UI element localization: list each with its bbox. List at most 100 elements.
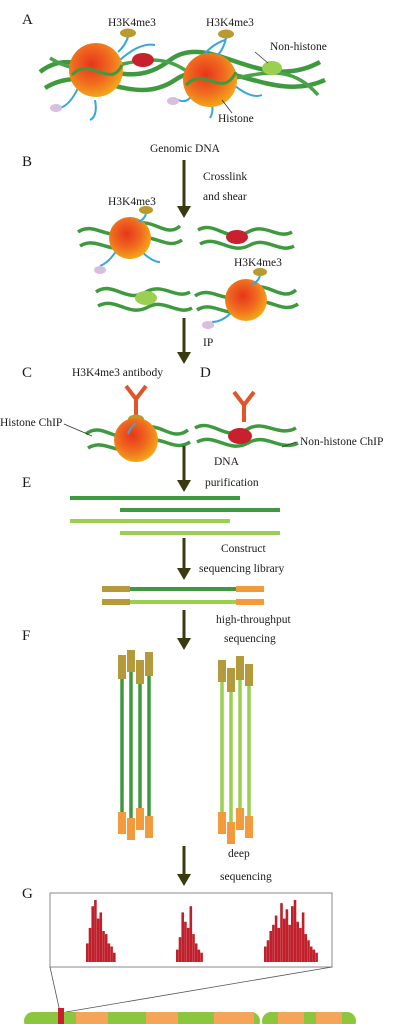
panel-label-b: B [22,154,32,170]
panel-label-c: C [22,365,32,381]
peak-bar [184,921,187,962]
h3k4me3-mark-b1 [139,206,153,214]
label-h3k4me3-a2: H3K4me3 [206,17,254,29]
label-sequencing-library: sequencing library [199,563,285,575]
panel-label-d: D [200,365,211,381]
panel-label-g: G [22,886,33,902]
non-histone-protein-red [132,53,154,67]
label-h3k4me3-b1: H3K4me3 [108,196,156,208]
label-dna: DNA [214,456,240,468]
arrow-construct [177,538,191,580]
peak-bar [307,940,310,962]
peak-bar [88,927,92,962]
label-histone-chip: Histone ChIP [0,417,62,429]
peak-bar [280,903,283,962]
peak-bars [86,900,318,962]
peak-bar [304,934,308,962]
peak-bar [194,943,198,962]
label-deep: deep [228,848,250,860]
peak-bar [264,946,267,962]
peak-bar [272,924,275,962]
label-ip: IP [203,337,213,349]
label-sequencing: sequencing [224,633,276,645]
non-histone-red-d [228,428,252,444]
arrow-ip [177,318,191,364]
antibody-d [232,390,256,422]
label-non-histone-chip: Non-histone ChIP [300,436,383,448]
peak-bar [192,934,195,962]
antibody-c [124,384,148,416]
peak-bar [91,906,94,962]
label-high-throughput: high-throughput [216,614,292,626]
peak-bar [293,900,297,962]
peak-bar [110,946,113,962]
peak-bar [282,918,286,962]
panel-label-f: F [22,628,30,644]
cluster-histone-chip [118,650,153,840]
h3k4me3-mark-a1 [120,28,136,38]
label-histone: Histone [218,113,254,125]
peak-bar [102,931,105,962]
non-histone-green-b [135,291,157,305]
peak-bar [176,949,179,962]
histone-octamer-b1 [109,217,151,259]
peak-bar [104,934,108,962]
peak-bar [296,921,299,962]
non-histone-protein-green [262,61,282,75]
arrow-purification [177,446,191,492]
label-non-histone: Non-histone [270,41,327,53]
peak-bar [299,927,302,962]
chromosome [24,1008,356,1024]
peak-bar [200,952,203,962]
peak-bar [197,949,201,962]
peak-bar [309,946,313,962]
peak-bar [301,912,305,962]
peak-bar [288,924,291,962]
lavender-mark-a1 [50,104,62,112]
lavender-mark-b2 [202,321,214,329]
peak-bar [181,912,184,962]
non-histone-red-b [226,230,248,244]
cluster-nonhistone-chip [218,656,253,844]
peak-bar [291,906,294,962]
peak-bar [99,912,103,962]
peak-bar [178,937,182,962]
arrow-crosslink [177,160,191,218]
label-purification: purification [205,477,259,489]
peak-bar [86,943,89,962]
lavender-mark-a2 [167,97,179,105]
peak-bar [277,927,281,962]
purified-dna-fragments [70,496,280,535]
panel-label-e: E [22,475,31,491]
peak-bar [113,952,116,962]
arrow-high-throughput [177,610,191,650]
peak-bar [186,927,190,962]
histone-octamer-c [114,418,158,462]
peak-bar [96,918,100,962]
panel-label-a: A [22,12,33,28]
label-h3k4me3-antibody: H3K4me3 antibody [72,367,163,379]
label-h3k4me3-a1: H3K4me3 [108,17,156,29]
h3k4me3-mark-a2 [218,29,234,39]
lavender-mark-b1 [94,266,106,274]
label-deep-sequencing: sequencing [220,871,272,883]
peak-bar [285,909,289,962]
label-construct: Construct [221,543,267,555]
fragment-nonhistone-red [197,225,295,250]
peak-bar [189,906,193,962]
peak-bar [269,931,272,962]
peak-bar [312,949,316,962]
arrow-deep-sequencing [177,846,191,886]
peak-bar [315,952,318,962]
histone-octamer-b2 [225,279,267,321]
peak-bar [274,915,278,962]
h3k4me3-mark-b2 [253,268,267,276]
label-and-shear: and shear [203,191,247,203]
label-crosslink: Crosslink [203,171,247,183]
peak-bar [94,900,97,962]
label-genomic-dna: Genomic DNA [150,143,221,155]
library-fragments [102,586,264,605]
peak-bar [107,943,111,962]
chromosome-highlight-region [58,1008,64,1024]
